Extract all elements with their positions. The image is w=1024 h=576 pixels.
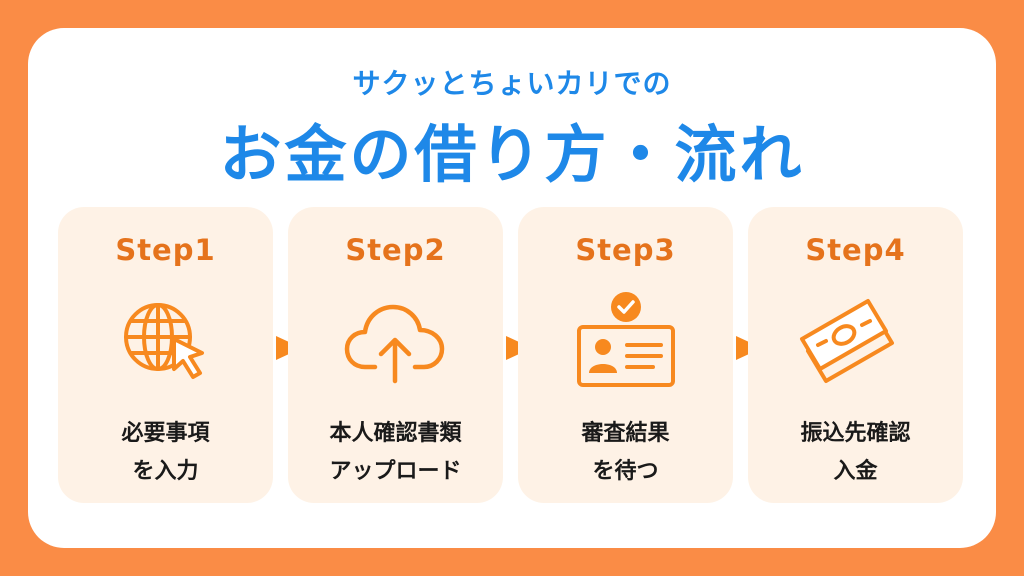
cloud-upload-icon xyxy=(344,304,444,384)
step-desc-line2: 入金 xyxy=(833,459,878,484)
step-desc-line2: を待つ xyxy=(592,459,659,484)
step-desc-line2: アップロード xyxy=(329,459,462,484)
step-card-1: Step1 必要事項 を入力 xyxy=(58,207,273,503)
step-label: Step4 xyxy=(805,233,906,267)
step-desc-line1: 振込先確認 xyxy=(800,421,911,446)
step-desc-line2: を入力 xyxy=(132,459,199,484)
money-bills-icon xyxy=(799,299,894,383)
step-label: Step3 xyxy=(575,233,676,267)
step-card-4: Step4 振込先確認 入金 xyxy=(748,207,963,503)
step-label: Step2 xyxy=(345,233,446,267)
page-title: お金の借り方・流れ xyxy=(219,118,805,191)
step-card-2: Step2 本人確認書類 アップロード xyxy=(288,207,503,503)
id-card-check-icon xyxy=(576,292,675,387)
globe-cursor-icon xyxy=(123,303,204,379)
page-subtitle: サクッとちょいカリでの xyxy=(352,67,672,100)
step-desc-line1: 必要事項 xyxy=(121,421,210,446)
step-label: Step1 xyxy=(115,233,216,267)
step-card-3: Step3 審査結果 を待つ xyxy=(518,207,733,503)
step-desc-line1: 本人確認書類 xyxy=(329,421,462,446)
step-desc-line1: 審査結果 xyxy=(581,421,670,446)
